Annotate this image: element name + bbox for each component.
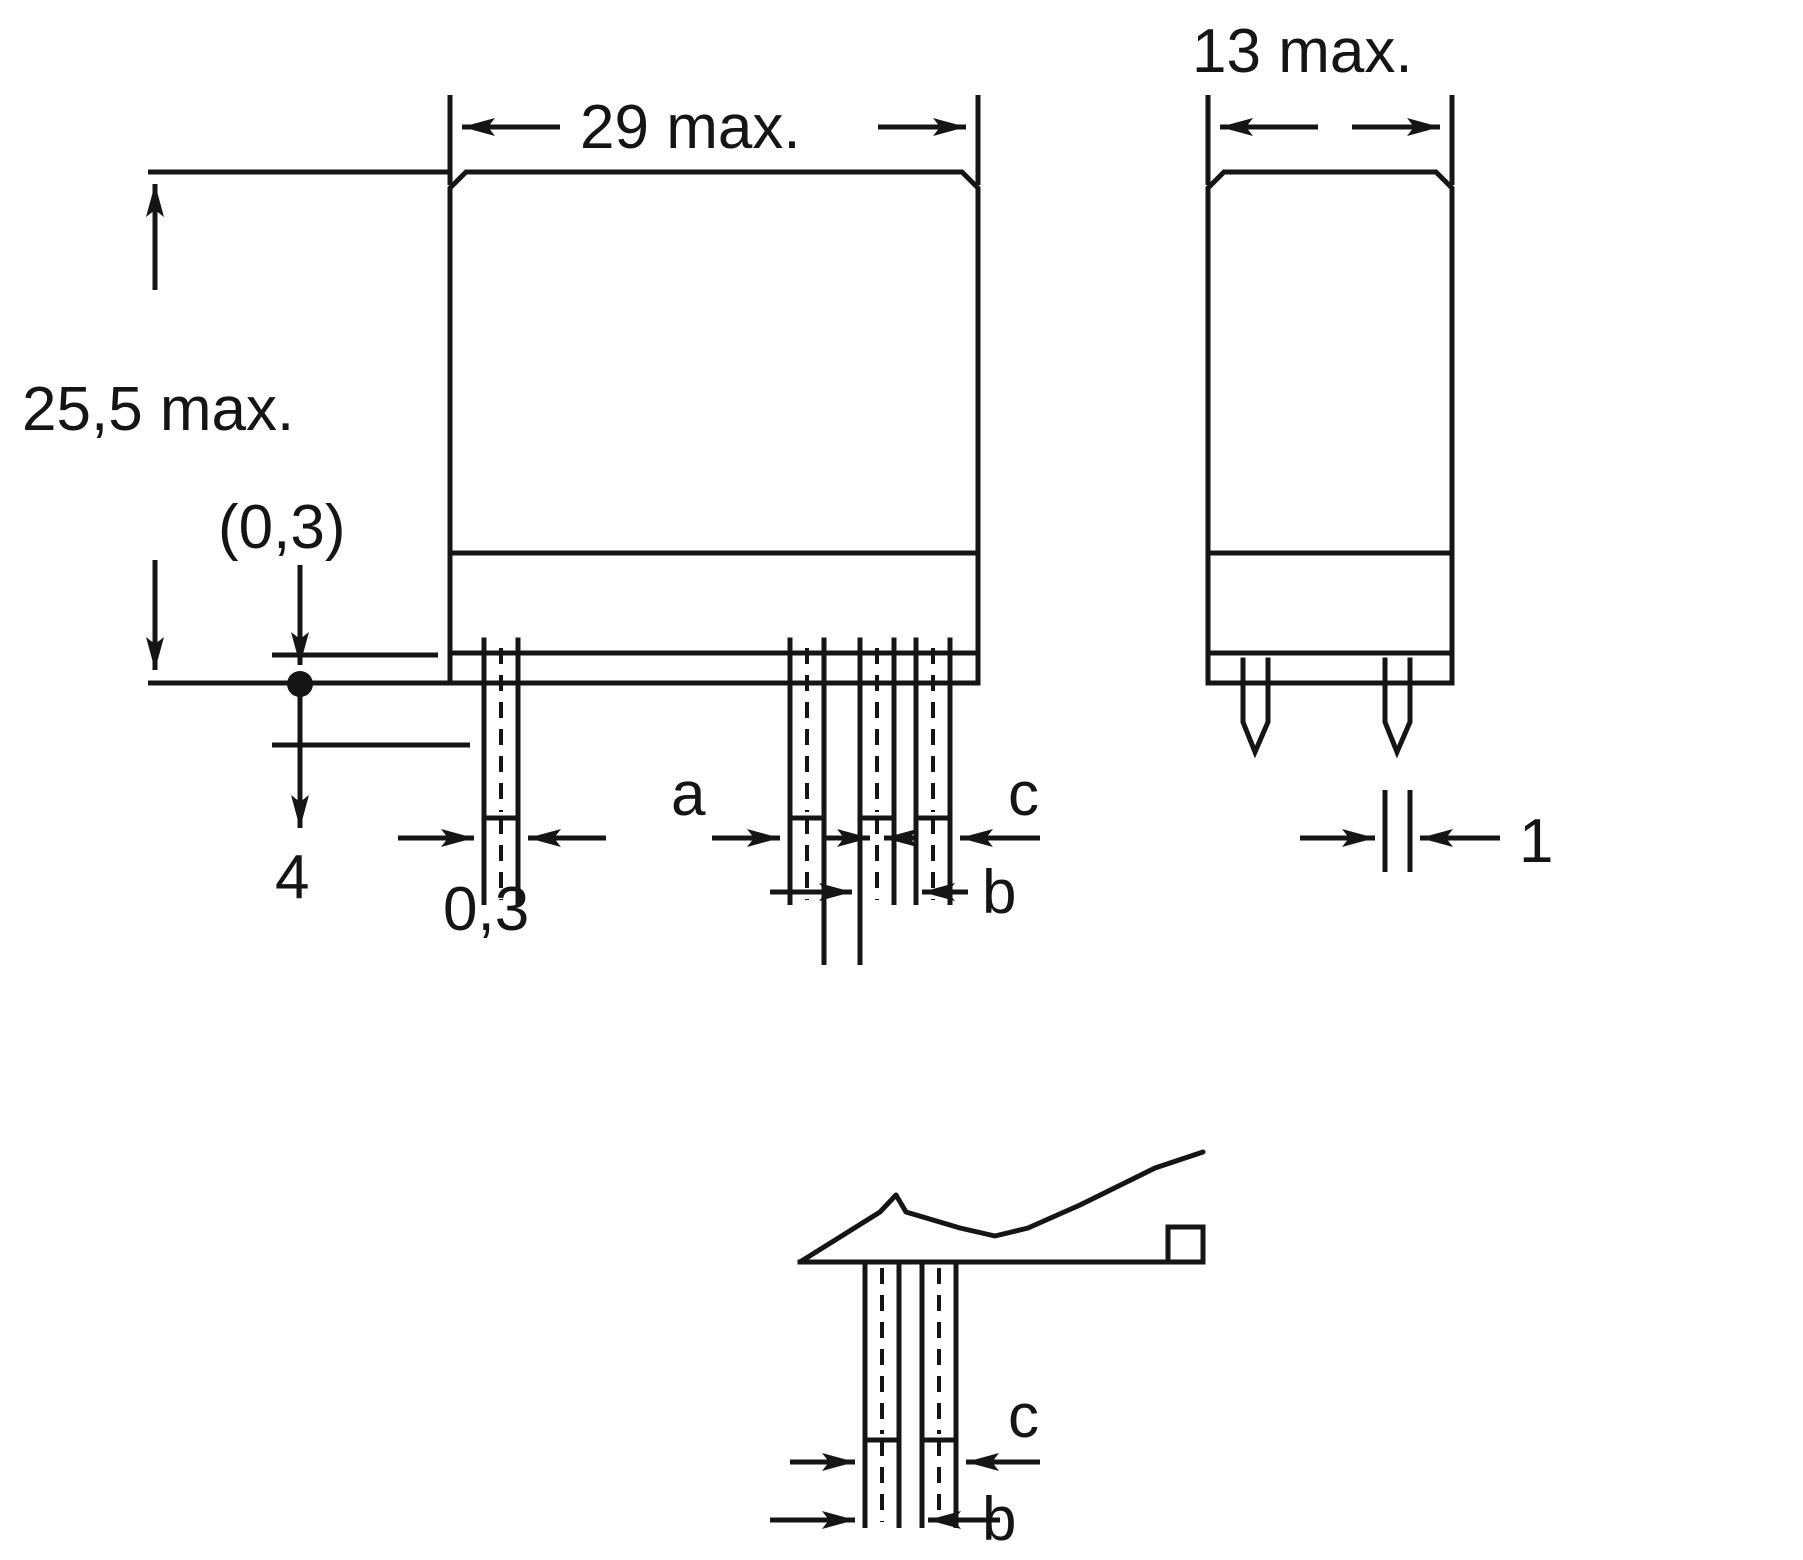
dimension-label-pin-thickness: 0,3 (443, 875, 529, 944)
dimension-label-pitch-a: a (671, 760, 706, 829)
front-view-body (447, 169, 981, 686)
dimension-depth-13 (1205, 95, 1455, 185)
dimension-label-pitch-c: c (1008, 760, 1039, 829)
dimension-label-pin-width: 1 (1519, 807, 1553, 876)
detail-view-breakline (797, 1149, 1206, 1265)
side-view-pins (1240, 657, 1413, 872)
dimension-label-detail-c: c (1008, 1382, 1039, 1451)
dimension-label-pin-length: 4 (275, 843, 309, 912)
detail-view-pins (862, 1259, 959, 1528)
dimension-label-height: 25,5 max. (22, 375, 294, 444)
dimension-standoff-03 (272, 565, 470, 748)
dimension-label-pitch-b: b (982, 858, 1016, 927)
dimension-label-detail-b: b (982, 1485, 1016, 1554)
dimension-label-standoff: (0,3) (218, 493, 345, 562)
dimension-height-255 (146, 169, 450, 686)
dimension-label-width: 29 max. (580, 93, 801, 162)
front-view-pins (481, 637, 953, 821)
side-view-body (1205, 169, 1455, 686)
dimension-label-depth: 13 max. (1192, 17, 1413, 86)
